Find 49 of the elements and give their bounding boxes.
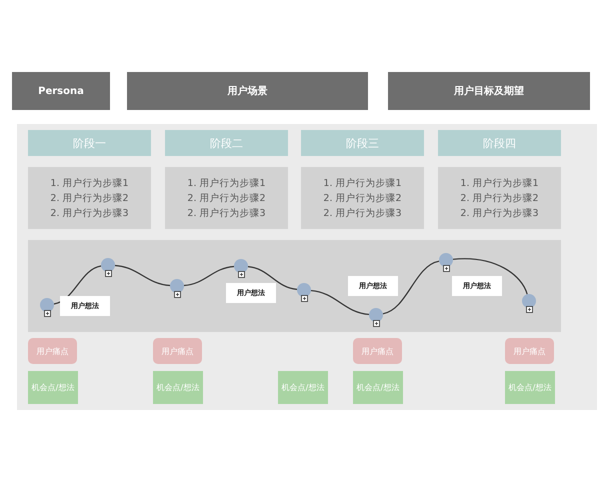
pain-point-box: 用户痛点 <box>353 338 402 364</box>
panel-background <box>17 124 597 410</box>
opportunity-box: 机会点/想法 <box>505 371 555 404</box>
journey-curve <box>452 258 528 294</box>
pain-point-box: 用户痛点 <box>505 338 554 364</box>
steps-box <box>165 167 288 229</box>
step-text: 2. 用户行为步骤3 <box>187 206 266 220</box>
opportunity-box: 机会点/想法 <box>353 371 403 404</box>
opportunity-box: 机会点/想法 <box>28 371 78 404</box>
step-text: 1. 用户行为步骤1 <box>187 176 266 190</box>
step-text: 2. 用户行为步骤2 <box>323 192 402 206</box>
step-text: 2. 用户行为步骤3 <box>50 206 129 220</box>
stage-box: 阶段四 <box>438 130 561 156</box>
journey-curve <box>114 264 170 286</box>
pain-point-box: 用户痛点 <box>28 338 77 364</box>
touchpoint-circle <box>170 279 184 293</box>
touchpoint-circle <box>40 298 54 312</box>
header-box: 用户场景 <box>127 72 368 110</box>
journey-curve <box>54 265 102 305</box>
step-text: 1. 用户行为步骤1 <box>323 176 402 190</box>
opportunity-box: 机会点/想法 <box>153 371 203 404</box>
touchpoint-circle <box>439 253 453 267</box>
steps-box <box>28 167 151 229</box>
header-box: 用户目标及期望 <box>388 72 590 110</box>
pain-point-box: 用户痛点 <box>153 338 202 364</box>
steps-box <box>301 167 424 229</box>
step-text: 1. 用户行为步骤1 <box>50 176 129 190</box>
step-text: 2. 用户行为步骤2 <box>50 192 129 206</box>
touchpoint-circle <box>297 283 311 297</box>
journey-panel <box>28 240 561 332</box>
journey-curve <box>382 260 440 314</box>
journey-curve <box>310 290 370 316</box>
touchpoint-circle <box>369 308 383 322</box>
step-text: 2. 用户行为步骤2 <box>187 192 266 206</box>
steps-box <box>438 167 561 229</box>
stage-box: 阶段二 <box>165 130 288 156</box>
journey-curve <box>184 266 234 286</box>
step-text: 1. 用户行为步骤1 <box>460 176 539 190</box>
touchpoint-circle <box>234 259 248 273</box>
touchpoint-circle <box>522 294 536 308</box>
journey-curve <box>248 266 298 290</box>
step-text: 2. 用户行为步骤3 <box>323 206 402 220</box>
stage-box: 阶段三 <box>301 130 424 156</box>
touchpoint-circle <box>101 258 115 272</box>
stage-box: 阶段一 <box>28 130 151 156</box>
header-box: Persona <box>12 72 110 110</box>
step-text: 2. 用户行为步骤2 <box>460 192 539 206</box>
opportunity-box: 机会点/想法 <box>278 371 328 404</box>
step-text: 2. 用户行为步骤3 <box>460 206 539 220</box>
